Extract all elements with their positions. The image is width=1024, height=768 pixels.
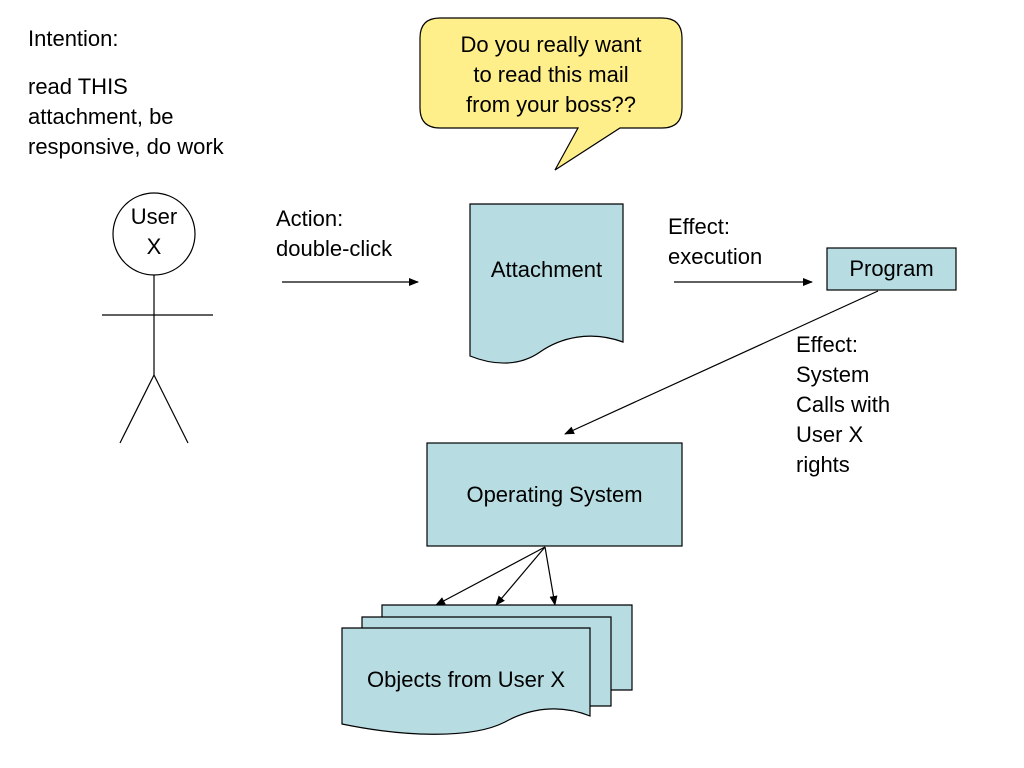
attachment-label: Attachment: [490, 257, 603, 282]
os-object-arrow-3: [544, 546, 558, 606]
os-object-arrow-1: [435, 546, 546, 606]
actor-label: User X: [130, 204, 178, 259]
intention-text: read THIS attachment, be responsive, do …: [28, 74, 224, 159]
objects-label: Objects from User X: [366, 667, 566, 692]
action-text: Action: double-click: [276, 206, 393, 261]
os-label: Operating System: [466, 481, 643, 507]
program-box: [826, 247, 957, 291]
os-object-arrow-2: [495, 546, 546, 606]
objects-doc-front: [341, 627, 591, 735]
actor-left-leg: [119, 374, 155, 444]
os-box: [426, 442, 683, 547]
objects-stack: [341, 604, 633, 735]
program-label: Program: [849, 256, 934, 281]
callout-text: Do you really want to read this mail fro…: [460, 32, 642, 117]
syscall-arrow: [564, 290, 879, 435]
user-actor-figure: [102, 192, 213, 444]
intention-heading: Intention:: [28, 26, 119, 51]
effect-syscalls-text: Effect: System Calls with User X rights: [796, 332, 891, 477]
attachment-document: [469, 203, 624, 364]
callout-bubble: [419, 17, 683, 171]
effect-execution-text: Effect: execution: [668, 214, 763, 269]
actor-right-leg: [153, 374, 189, 444]
